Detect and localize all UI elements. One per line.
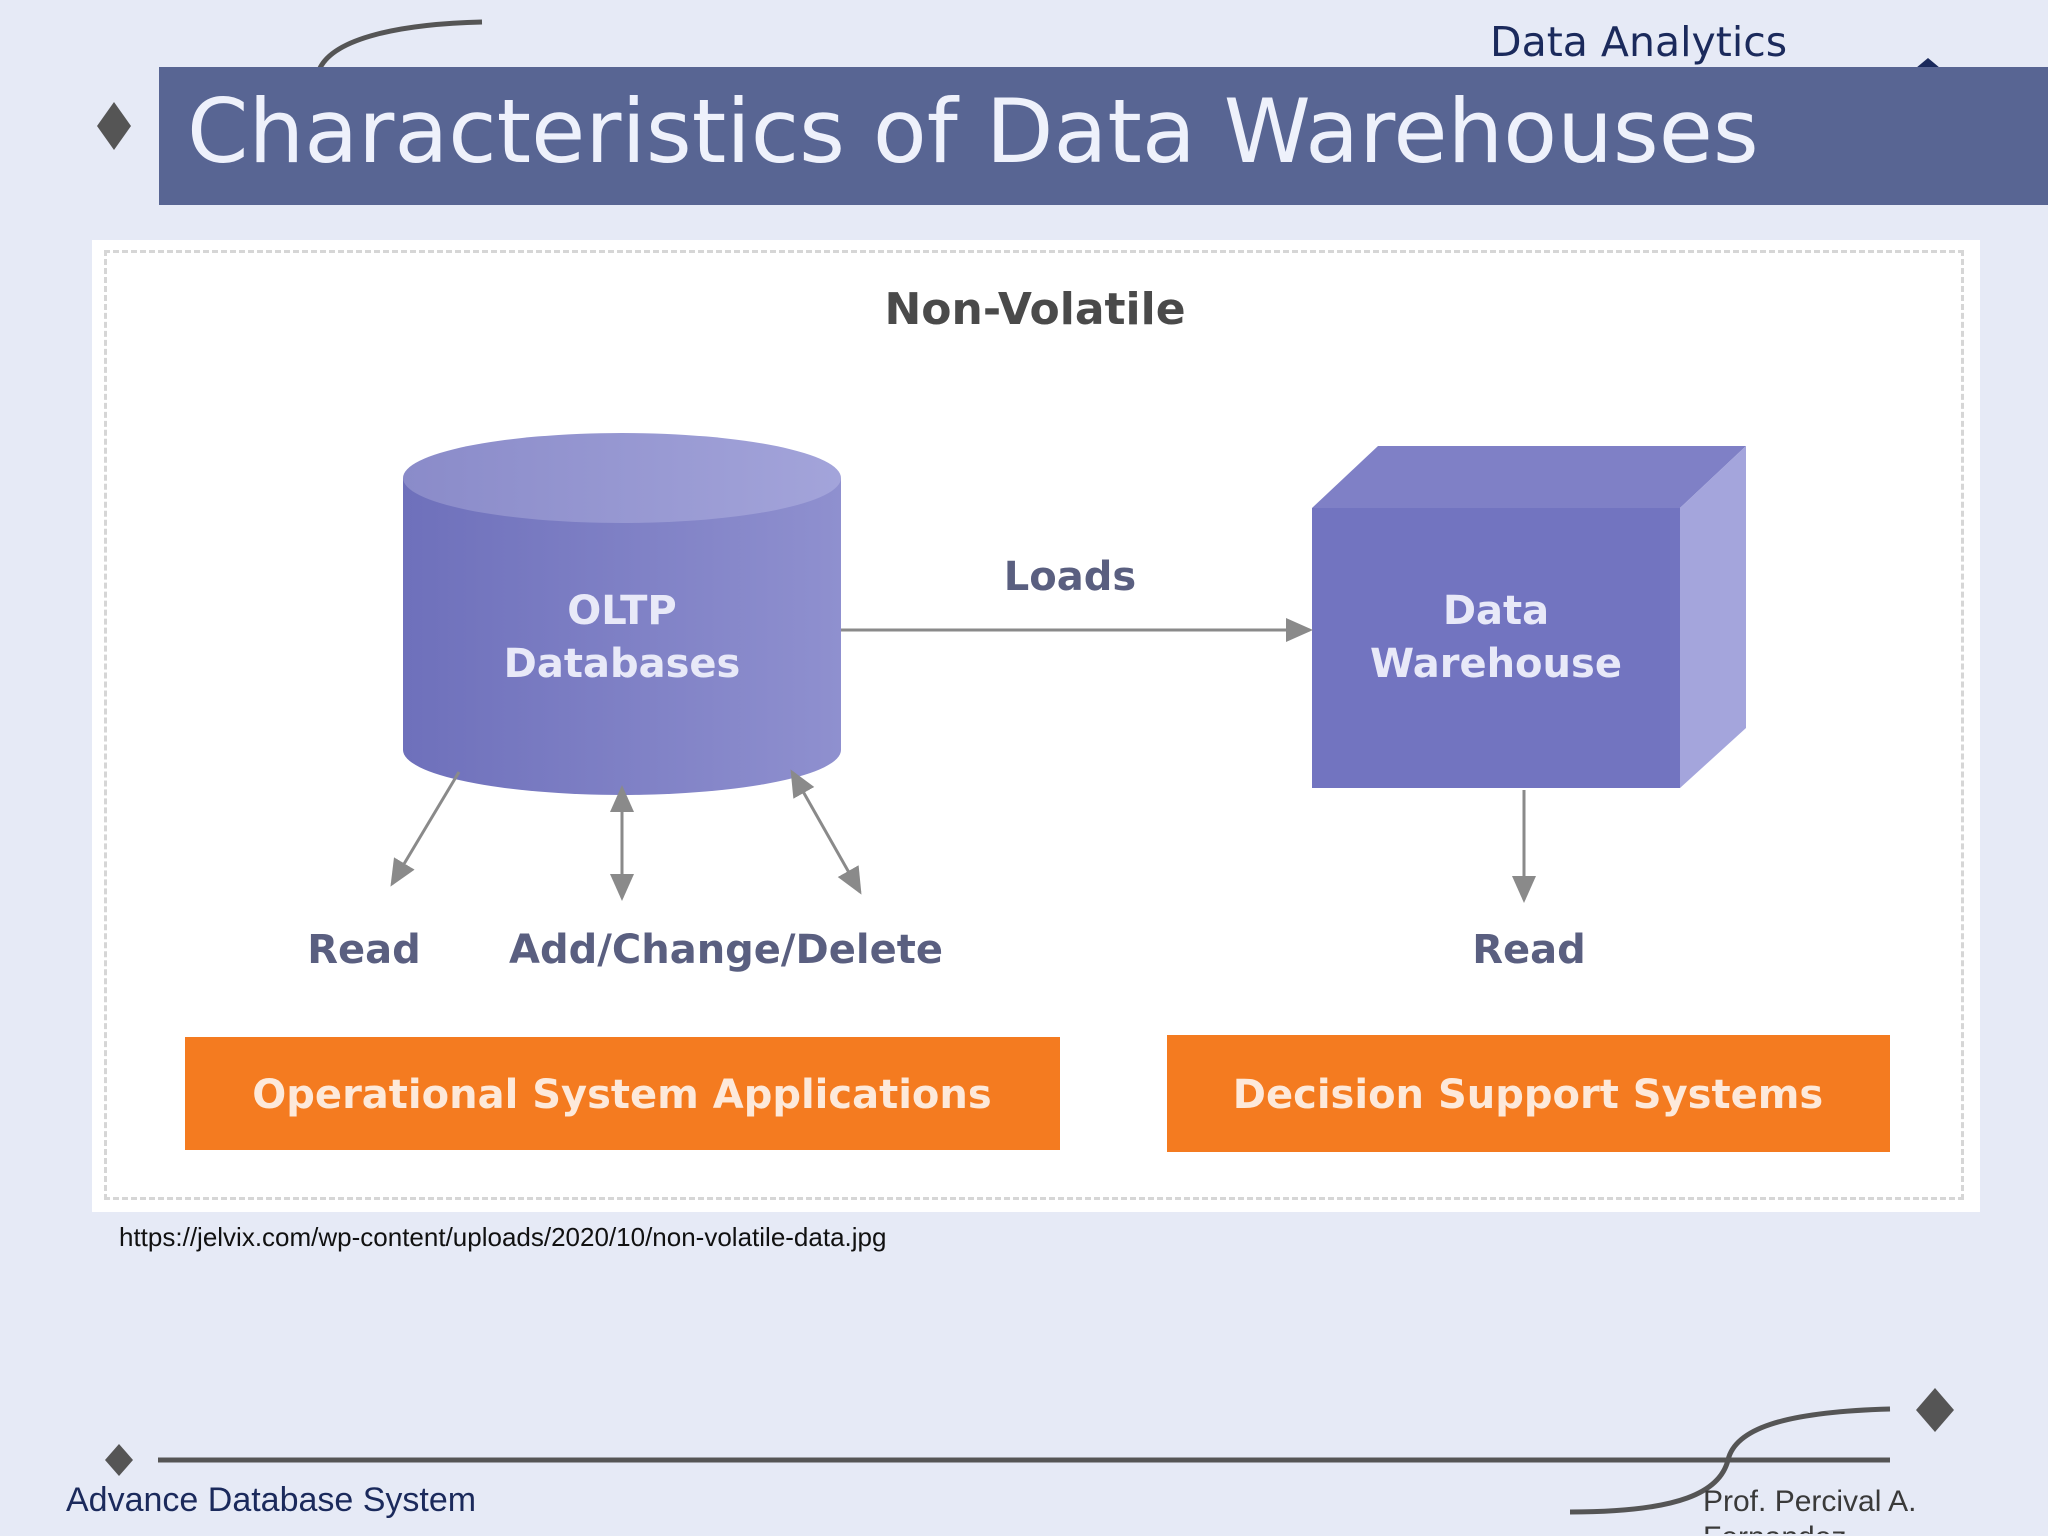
image-source-caption: https://jelvix.com/wp-content/uploads/20… bbox=[119, 1222, 887, 1252]
footer-right-diamond-icon bbox=[1916, 1388, 1954, 1432]
decision-support-box-label: Decision Support Systems bbox=[1233, 1072, 1823, 1118]
oltp-database-icon bbox=[403, 433, 841, 795]
loads-label: Loads bbox=[1004, 554, 1136, 600]
footer-swoosh-icon bbox=[1569, 1406, 1891, 1515]
slide-title: Characteristics of Data Warehouses bbox=[187, 80, 1759, 183]
bidirectional-arrow bbox=[790, 769, 862, 895]
course-name: Advance Database System bbox=[66, 1481, 477, 1519]
warehouse-label-line1: Data bbox=[1443, 588, 1549, 634]
topic-label: Data Analytics bbox=[1490, 18, 1788, 66]
operational-box-label: Operational System Applications bbox=[252, 1072, 991, 1118]
warehouse-read-label: Read bbox=[1472, 927, 1586, 973]
footer-left-diamond-icon bbox=[105, 1444, 133, 1476]
oltp-label-line2: Databases bbox=[504, 641, 741, 687]
read-arrow bbox=[390, 771, 461, 887]
author-name: Prof. Percival A. Fernandez bbox=[1703, 1485, 1917, 1534]
diagram-frame bbox=[104, 250, 1964, 1200]
non-volatile-diagram: Non-Volatile OLTP Databases Data Warehou… bbox=[185, 284, 1890, 1152]
warehouse-label-line2: Warehouse bbox=[1370, 641, 1622, 687]
oltp-modify-label: Add/Change/Delete bbox=[509, 927, 943, 973]
decision-support-box bbox=[1167, 1035, 1890, 1152]
diagram-heading: Non-Volatile bbox=[884, 284, 1185, 335]
data-warehouse-cube-icon bbox=[1312, 446, 1746, 788]
top-swoosh-icon bbox=[317, 19, 483, 70]
oltp-label-line1: OLTP bbox=[567, 588, 676, 634]
oltp-read-label: Read bbox=[307, 927, 421, 973]
title-banner bbox=[159, 67, 2048, 205]
title-diamond-icon bbox=[97, 102, 131, 150]
corner-diamond-icon bbox=[1916, 58, 1940, 68]
operational-box bbox=[185, 1037, 1060, 1150]
